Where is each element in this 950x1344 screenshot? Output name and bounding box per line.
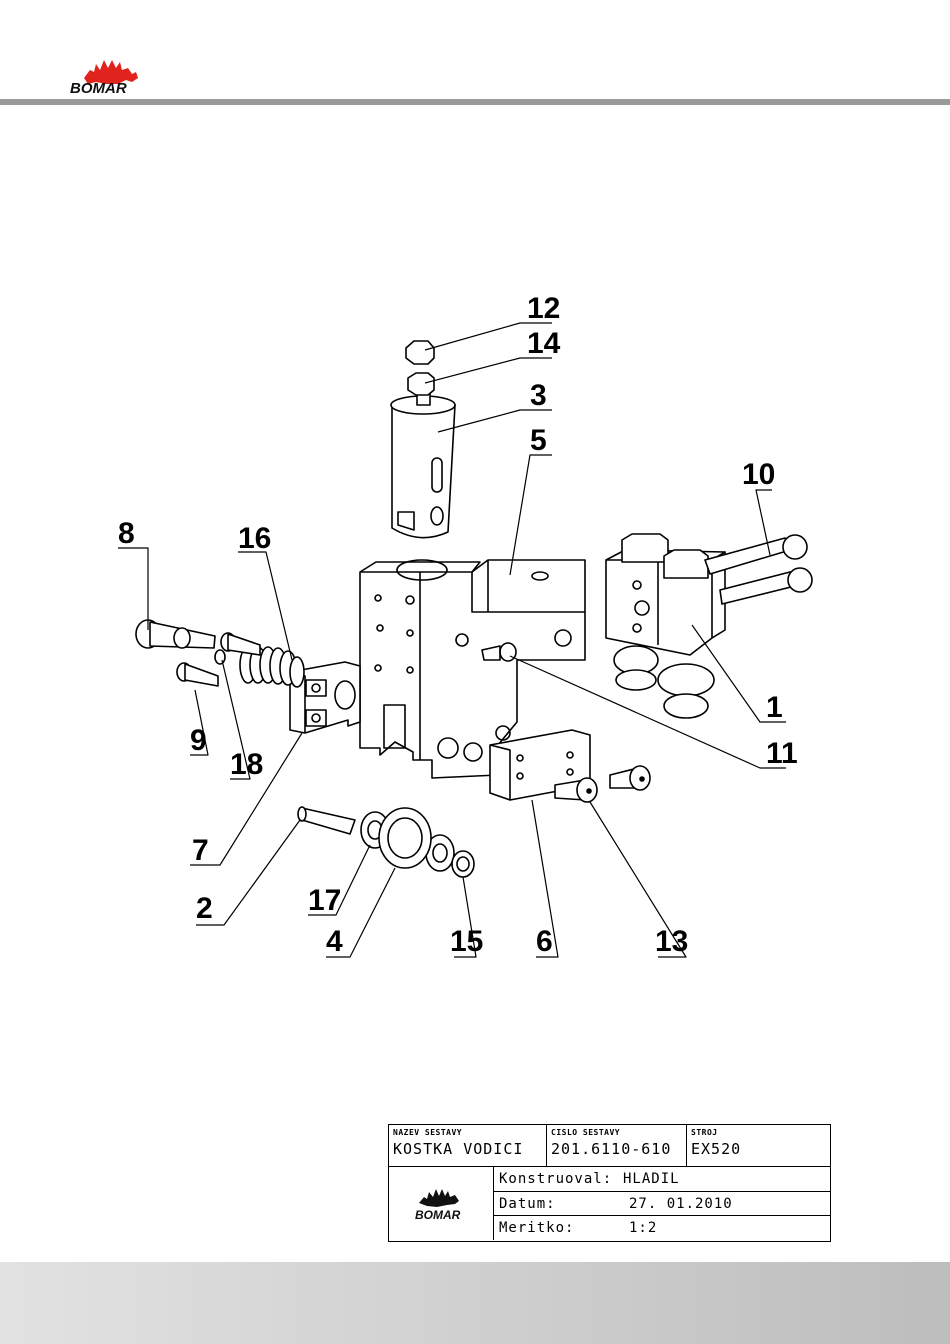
- washer-part-15: [452, 851, 474, 877]
- assembly-no-cell: CISLO SESTAVY 201.6110-610: [547, 1125, 687, 1167]
- part-label-8: 8: [118, 517, 135, 550]
- exploded-assembly-drawing: 12 14 3 5 10 8 16 9 18 1 11 7 2 17 4 15 …: [0, 0, 950, 1000]
- part-label-7: 7: [192, 834, 209, 867]
- stegosaurus-small-icon: [419, 1189, 459, 1207]
- date-label: Datum:: [499, 1196, 556, 1212]
- assembly-no-label: CISLO SESTAVY: [551, 1128, 620, 1137]
- shaft-part-2: [298, 807, 355, 834]
- assembly-name-value: KOSTKA VODICI: [393, 1140, 523, 1158]
- title-block: NAZEV SESTAVY KOSTKA VODICI CISLO SESTAV…: [388, 1124, 831, 1242]
- assembly-name-label: NAZEV SESTAVY: [393, 1128, 462, 1137]
- assembly-name-cell: NAZEV SESTAVY KOSTKA VODICI: [389, 1125, 547, 1167]
- date-row: Datum: 27. 01.2010: [494, 1192, 830, 1216]
- part-label-12: 12: [527, 292, 560, 325]
- part-label-17: 17: [308, 884, 341, 917]
- part-label-18: 18: [230, 748, 263, 781]
- scale-row: Meritko: 1:2: [494, 1216, 830, 1240]
- ring-part-4: [379, 808, 431, 868]
- screw-part-9: [177, 663, 218, 686]
- part-label-16: 16: [238, 522, 271, 555]
- bolts-part-10: [705, 535, 812, 604]
- part-label-2: 2: [196, 892, 213, 925]
- designer-label: Konstruoval:: [499, 1171, 612, 1187]
- scale-value: 1:2: [629, 1220, 657, 1236]
- part-label-3: 3: [530, 379, 547, 412]
- bomar-small-logo: BOMAR: [389, 1167, 494, 1240]
- part-label-14: 14: [527, 327, 561, 360]
- designer-value: HLADIL: [623, 1171, 680, 1187]
- date-value: 27. 01.2010: [629, 1196, 733, 1212]
- nut-part-14: [408, 373, 434, 395]
- part-label-13: 13: [655, 925, 688, 958]
- ring-part-18: [215, 650, 225, 664]
- part-label-5: 5: [530, 424, 547, 457]
- part-label-4: 4: [326, 925, 343, 958]
- machine-value: EX520: [691, 1140, 741, 1158]
- part-label-1: 1: [766, 691, 783, 724]
- title-logo-cell: BOMAR: [389, 1167, 494, 1240]
- scale-label: Meritko:: [499, 1220, 574, 1236]
- part-label-15: 15: [450, 925, 483, 958]
- sleeve-part-3: [391, 378, 455, 538]
- page-footer-band: [0, 1262, 950, 1344]
- part-label-10: 10: [742, 458, 775, 491]
- bolt-part-12: [406, 341, 434, 364]
- screw-part-8b: [221, 633, 260, 655]
- machine-label: STROJ: [691, 1128, 718, 1137]
- designer-row: Konstruoval: HLADIL: [494, 1167, 830, 1192]
- part-label-9: 9: [190, 724, 207, 757]
- part-label-6: 6: [536, 925, 553, 958]
- part-label-11: 11: [766, 737, 798, 770]
- machine-cell: STROJ EX520: [687, 1125, 830, 1167]
- assembly-no-value: 201.6110-610: [551, 1140, 671, 1158]
- title-logo-wordmark: BOMAR: [415, 1208, 461, 1222]
